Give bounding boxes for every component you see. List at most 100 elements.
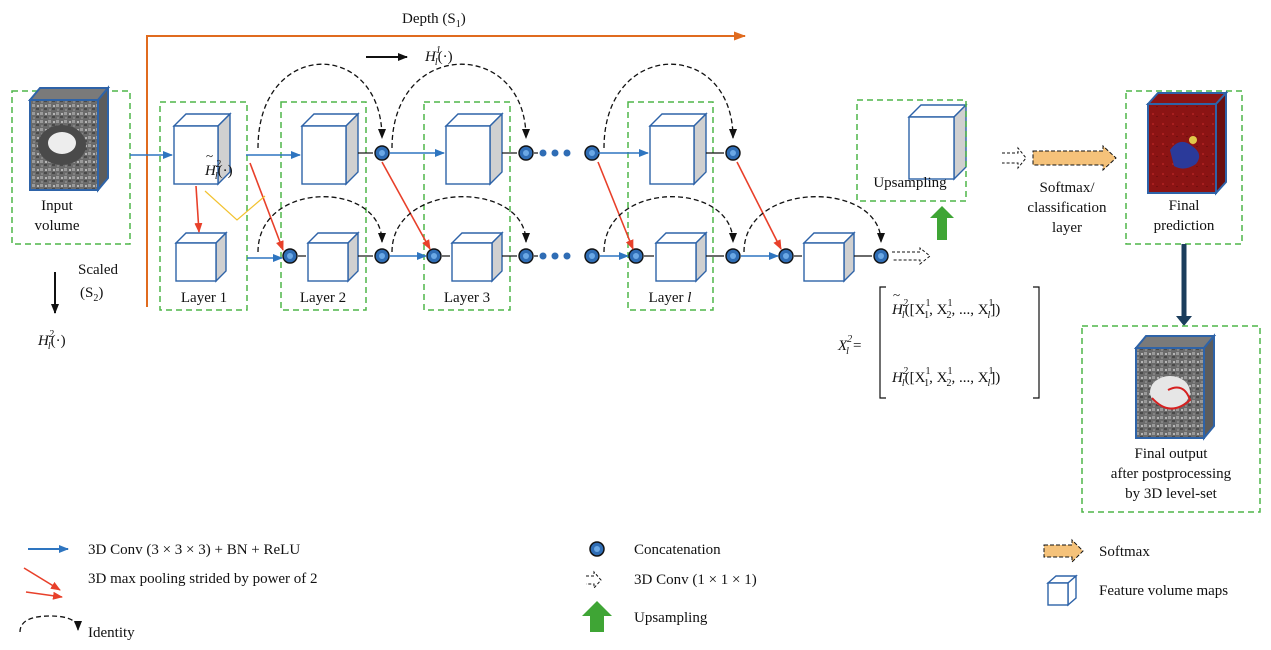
concat-bottom-2 bbox=[426, 248, 442, 264]
legend-softmax: Softmax bbox=[1099, 544, 1150, 560]
legend-pool-icon bbox=[23, 567, 61, 591]
layer-2-label: Layer 2 bbox=[300, 290, 346, 306]
final-prediction-line1: Final bbox=[1169, 198, 1200, 214]
cube-bottom-final bbox=[802, 231, 856, 283]
legend-softmax-icon bbox=[1043, 538, 1084, 564]
layer-1-box bbox=[159, 101, 248, 311]
identity-arc-b3 bbox=[603, 196, 737, 253]
legend-feature-maps: Feature volume maps bbox=[1099, 583, 1228, 599]
flow-arrows bbox=[130, 63, 931, 266]
concat-bottom-8 bbox=[873, 248, 889, 264]
legend-feature-icon bbox=[1046, 574, 1078, 607]
concat-bottom-5 bbox=[628, 248, 644, 264]
conv1-arrow bbox=[892, 246, 931, 266]
cube-top-2 bbox=[300, 112, 360, 186]
s2-label: (S2) bbox=[80, 285, 103, 304]
layer-2-box bbox=[280, 101, 367, 311]
identity-arc-b4 bbox=[743, 196, 885, 253]
ellipsis-dot bbox=[539, 252, 547, 260]
svg-text:~: ~ bbox=[206, 148, 213, 163]
svg-text:H2l(·): H2l(·) bbox=[204, 159, 233, 182]
depth-label: Depth (S1) bbox=[402, 11, 466, 30]
svg-text:~: ~ bbox=[893, 287, 900, 302]
ellipsis-dot bbox=[551, 252, 559, 260]
identity-arc-b1 bbox=[257, 196, 386, 253]
pool-arrow-4 bbox=[597, 161, 634, 250]
concat-bottom-1 bbox=[374, 248, 390, 264]
concat-top-0 bbox=[374, 145, 390, 161]
layer-1-label: Layer 1 bbox=[181, 290, 227, 306]
legend-identity-icon bbox=[19, 615, 82, 633]
final-prediction-line2: prediction bbox=[1154, 218, 1215, 234]
final-prediction-block: Final prediction bbox=[1125, 90, 1243, 326]
final-output-block: Final output after postprocessing by 3D … bbox=[1081, 325, 1261, 513]
concat-bottom-6 bbox=[725, 248, 741, 264]
softmax-arrow: Softmax/ classification layer bbox=[1002, 144, 1117, 236]
layer-3-label: Layer 3 bbox=[444, 290, 490, 306]
ellipsis-dot bbox=[563, 252, 571, 260]
layer-3-box bbox=[423, 101, 511, 311]
pool-arrow-2 bbox=[249, 162, 284, 251]
pool-arrow-5 bbox=[736, 161, 782, 250]
concat-top-2 bbox=[584, 145, 600, 161]
final-output-line2: after postprocessing bbox=[1111, 466, 1232, 482]
final-output-line1: Final output bbox=[1135, 446, 1209, 462]
ellipsis-dot bbox=[563, 149, 571, 157]
softmax-line2: classification bbox=[1027, 200, 1107, 216]
identity-arc-b2 bbox=[391, 196, 530, 253]
cube-bottom-1 bbox=[174, 231, 228, 283]
concat-bottom-0 bbox=[282, 248, 298, 264]
identity-arc-t3 bbox=[603, 63, 737, 149]
legend: 3D Conv (3 × 3 × 3) + BN + ReLU 3D max p… bbox=[19, 538, 1228, 641]
cube-top-1 bbox=[172, 112, 232, 186]
legend-pool: 3D max pooling strided by power of 2 bbox=[88, 571, 318, 587]
concat-top-1 bbox=[518, 145, 534, 161]
legend-conv1-icon bbox=[586, 570, 602, 590]
cube-bottom-l bbox=[654, 231, 708, 283]
upsampling-arrow-icon bbox=[930, 206, 954, 240]
concatenation-nodes bbox=[282, 145, 889, 264]
cube-top-l bbox=[648, 112, 708, 186]
layer-l-label: Layer l bbox=[649, 290, 692, 306]
input-volume-box: Input volume bbox=[11, 85, 131, 245]
softmax-line1: Softmax/ bbox=[1040, 180, 1096, 196]
concat-bottom-7 bbox=[778, 248, 794, 264]
identity-arc-t1 bbox=[257, 63, 386, 149]
scaled-label: Scaled bbox=[78, 262, 118, 278]
cube-top-3 bbox=[444, 112, 504, 186]
pool-arrow-1 bbox=[194, 185, 203, 233]
legend-concat: Concatenation bbox=[634, 542, 721, 558]
input-label-2: volume bbox=[35, 218, 80, 234]
pool-arrow-3 bbox=[381, 161, 431, 250]
input-label-1: Input bbox=[41, 198, 73, 214]
legend-upsampling-icon bbox=[582, 601, 612, 632]
identity-arc-t2 bbox=[391, 63, 530, 149]
legend-conv3: 3D Conv (3 × 3 × 3) + BN + ReLU bbox=[88, 542, 300, 558]
final-output-line3: by 3D level-set bbox=[1125, 486, 1217, 502]
input-mri-cube bbox=[27, 85, 111, 193]
upsampling-block: Upsampling bbox=[856, 99, 967, 240]
concat-bottom-4 bbox=[584, 248, 600, 264]
cube-bottom-3 bbox=[450, 231, 504, 283]
ellipsis-dot bbox=[539, 149, 547, 157]
cube-upsampling bbox=[907, 103, 968, 181]
cube-bottom-2 bbox=[306, 231, 360, 283]
legend-identity: Identity bbox=[88, 625, 135, 641]
concat-bottom-3 bbox=[518, 248, 534, 264]
legend-upsampling: Upsampling bbox=[634, 610, 708, 626]
ellipsis-dot bbox=[551, 149, 559, 157]
down-arrow-icon bbox=[1176, 316, 1192, 326]
softmax-line3: layer bbox=[1052, 220, 1082, 236]
legend-conv1: 3D Conv (1 × 1 × 1) bbox=[634, 572, 757, 588]
upsampling-box-label: Upsampling bbox=[873, 175, 947, 191]
